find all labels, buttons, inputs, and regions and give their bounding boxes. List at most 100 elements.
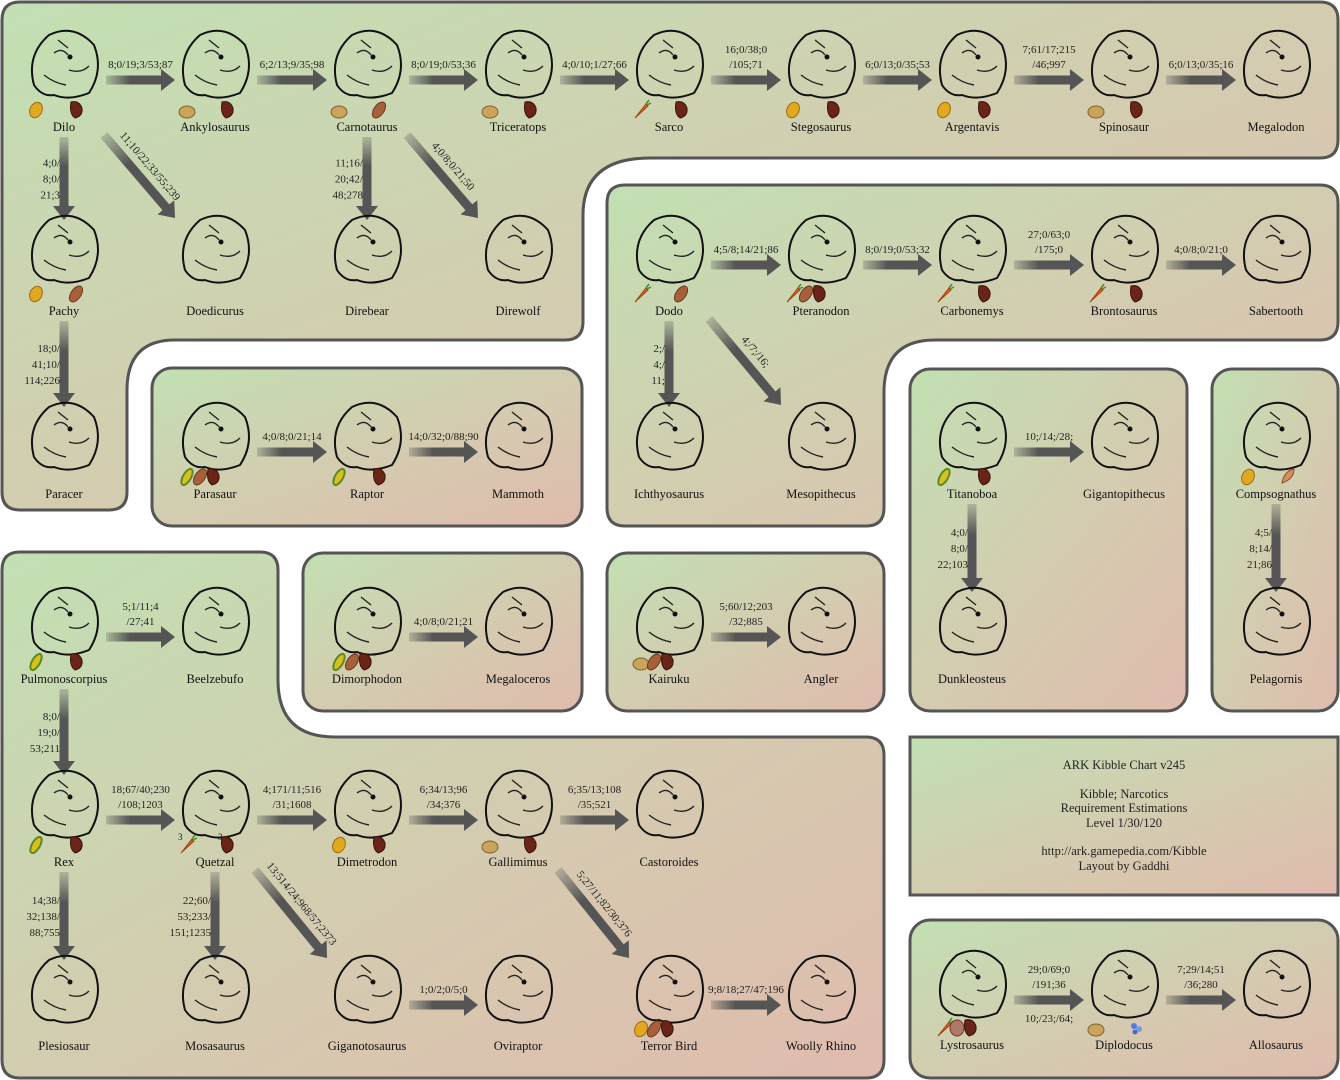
requirement-label: 1;0/2;0/5;0 (419, 984, 468, 996)
arrow-shape (711, 994, 781, 1016)
arrow-shape (1166, 254, 1236, 276)
creature-head-icon (333, 29, 402, 99)
requirement-label: /105;71 (729, 59, 763, 71)
creature-compy: Compsognathus (1236, 401, 1316, 501)
pod-icon (673, 285, 689, 303)
creature-name: Gallimimus (488, 855, 547, 869)
panel-dilo-tree (0, 0, 1340, 512)
requirement-label: 16;0/38;0 (725, 44, 768, 56)
jerky-icon (675, 101, 688, 119)
creature-head-icon (181, 401, 250, 471)
savoroot-icon (481, 105, 499, 119)
pod-icon (646, 653, 662, 671)
citronal-icon (1241, 468, 1255, 486)
jerky-icon (978, 285, 991, 303)
creature-head-icon (1242, 401, 1311, 471)
creature-name: Argentavis (945, 120, 1000, 134)
creature-meso: Mesopithecus (786, 401, 856, 501)
creature-name: Ichthyosaurus (634, 487, 704, 501)
creature-kairuku: Kairuku (632, 586, 704, 686)
savoroot-icon (178, 105, 196, 119)
arrow-shape (356, 137, 378, 220)
creature-name: Giganotosaurus (328, 1039, 407, 1053)
creature-direbear: Direbear (333, 214, 402, 318)
creature-bronto: Brontosaurus (1089, 214, 1159, 318)
creature-head-icon (787, 401, 856, 471)
creature-name: Parasaur (193, 487, 237, 501)
edge-ankylo-to-carno: 6;2/13;9/35;98 (257, 59, 327, 91)
jerky-icon (827, 101, 840, 119)
rockarrot-icon (937, 283, 955, 303)
creature-name: Sarco (655, 120, 683, 134)
creature-dunkle: Dunkleosteus (938, 586, 1007, 686)
creature-head-icon (484, 954, 553, 1024)
requirement-label: 8;14/ (1249, 543, 1273, 555)
edge-terror-to-rhino: 9;8/18;27/47;196 (708, 984, 784, 1016)
creature-head-icon (938, 949, 1007, 1019)
requirement-label: /27;41 (126, 616, 154, 628)
creature-name: Dunkleosteus (938, 672, 1006, 686)
jerky-icon (661, 653, 674, 671)
arrow-shape (1166, 69, 1236, 91)
info-line-level: Level 1/30/120 (1085, 815, 1163, 830)
jerky-icon (70, 101, 83, 119)
edge-dodo-to-ichthy: 2;/4;/11; (651, 321, 680, 407)
pod-icon (192, 468, 208, 486)
creature-head-icon (1090, 401, 1159, 471)
rockarrot-icon (1089, 283, 1107, 303)
longrass-icon (937, 467, 951, 487)
jerky-icon (207, 468, 220, 486)
arrow-shape (711, 626, 781, 648)
creature-head-icon (635, 29, 704, 99)
jerky-icon: 3 (218, 832, 234, 854)
creature-name: Pteranodon (793, 304, 851, 318)
arrow-shape (257, 809, 327, 831)
requirement-label: 4;0/ (43, 158, 61, 170)
arrow-shape (409, 626, 478, 648)
requirement-label: 2;/ (653, 343, 666, 355)
arrow-shape (658, 321, 680, 407)
creature-name: Pachy (49, 304, 80, 318)
arrow-shape (705, 316, 781, 405)
requirement-label: 10;/14;/28; (1025, 431, 1073, 443)
creature-head-icon (333, 769, 402, 839)
info-url-link[interactable]: http://ark.gamepedia.com/Kibble (1041, 844, 1207, 858)
edge-dilo-to-pachy: 4;0/8;0/21;3 (40, 137, 75, 220)
arrow-shape (100, 132, 175, 218)
creature-name: Terror Bird (641, 1039, 698, 1053)
creature-name: Paracer (45, 487, 83, 501)
creature-titano: Titanoboa (937, 401, 1007, 501)
creature-head-icon (1090, 29, 1159, 99)
creature-head-icon (333, 586, 402, 656)
creature-name: Oviraptor (494, 1039, 543, 1053)
jerky-icon (1130, 101, 1143, 119)
requirement-label: 6;0/13;0/35;16 (1169, 59, 1234, 71)
creature-head-icon (635, 214, 704, 284)
edge-quetz-to-dimetro: 4;171/11;516/31;1608 (257, 784, 327, 831)
arrow-shape (257, 441, 327, 463)
creature-name: Diplodocus (1095, 1038, 1153, 1052)
raw-meat-icon (949, 1019, 965, 1037)
edge-pulmo-to-beelz: 5;1/11;4/27;41 (106, 601, 175, 648)
jerky-icon (373, 468, 386, 486)
requirement-label: 6;34/13;96 (420, 784, 468, 796)
creature-castor: Castoroides (635, 769, 704, 869)
creature-name: Allosaurus (1249, 1038, 1303, 1052)
requirement-label: 22;103 (937, 559, 968, 571)
creature-galli: Gallimimus (481, 769, 553, 869)
creature-head-icon (1090, 949, 1159, 1019)
edge-giga-to-ovi: 1;0/2;0/5;0 (409, 984, 478, 1016)
requirement-label: 151;1235 (169, 927, 211, 939)
requirement-label: 5;1/11;4 (122, 601, 159, 613)
arrow-shape (1014, 69, 1084, 91)
edge-stego-to-argent: 6;0/13;0/35;53 (863, 59, 932, 91)
savoroot-icon (330, 105, 348, 119)
requirement-label: 7;61/17;215 (1022, 44, 1076, 56)
creature-carno: Carnotaurus (330, 29, 402, 134)
creature-carbo: Carbonemys (937, 214, 1007, 318)
requirement-label: 32;138/ (26, 911, 61, 923)
requirement-label: 4;/ (653, 359, 666, 371)
requirement-label: 4;0/8;0/21;21 (414, 616, 473, 628)
creature-name: Megalodon (1248, 120, 1306, 134)
creature-diplo: Diplodocus (1087, 949, 1159, 1052)
